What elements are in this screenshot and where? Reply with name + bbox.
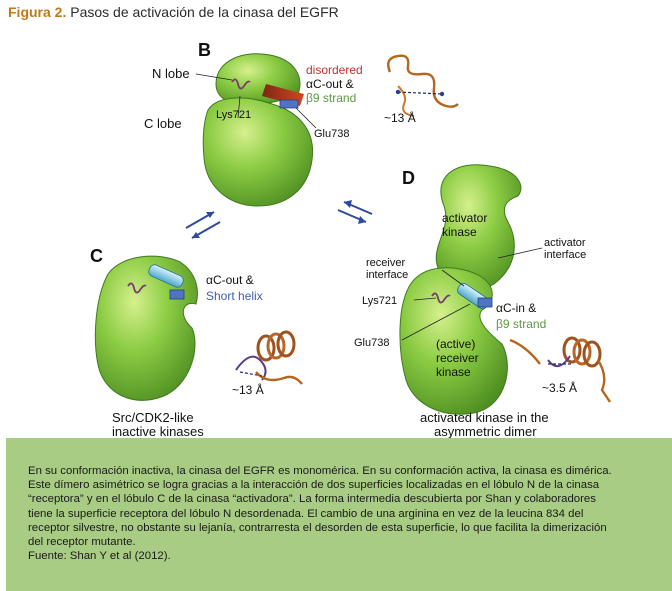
panel-c: C αC-out & Short helix ~13 Å Src/CDK2-li… xyxy=(90,246,303,439)
panel-c-title-line1: Src/CDK2-like xyxy=(112,410,194,425)
panel-c-short-helix xyxy=(169,289,185,300)
panel-b-letter: B xyxy=(198,40,211,60)
figure-title-text: Pasos de activación de la cinasa del EGF… xyxy=(70,4,339,20)
panel-d-receiver-interface-line1: receiver xyxy=(366,257,405,269)
panel-c-distance-label: ~13 Å xyxy=(232,382,264,397)
figure-title: Figura 2. Pasos de activación de la cina… xyxy=(8,4,339,24)
panel-b-kinase-lobes xyxy=(195,53,317,207)
caption-line: del receptor mutante. xyxy=(28,536,136,549)
caption-line: tiene la superficie receptora del lóbulo… xyxy=(28,507,584,520)
egfr-activation-diagram: B N lobe C lobe Lys721 Glu738 disordered… xyxy=(90,40,611,439)
caption-line: receptor silvestre, no obstante su lejan… xyxy=(28,521,607,534)
panel-b-ac-out-label: αC-out & xyxy=(306,77,354,91)
panel-c-lys-side-chain xyxy=(127,282,147,294)
caption-line: Este dímero asimétrico se logra gracias … xyxy=(28,479,600,492)
panel-b-lys-side-chain xyxy=(231,78,251,90)
caption-line: En su conformación inactiva, la cinasa d… xyxy=(28,465,612,477)
panel-d-receiver-interface-line2: interface xyxy=(366,269,408,281)
panel-b-n-lobe-label: N lobe xyxy=(152,66,190,81)
figure-label: Figura 2. xyxy=(8,4,67,20)
panel-d-b9-label: β9 strand xyxy=(496,317,546,331)
panel-b-b9-label: β9 strand xyxy=(306,91,356,105)
panel-d-title-line2: asymmetric dimer xyxy=(434,424,537,439)
panel-d-beta9-strand xyxy=(477,297,493,308)
panel-d-activator-interface-line1: activator xyxy=(544,237,586,249)
panel-d-receiver-line1: (active) xyxy=(436,337,475,351)
panel-d-glu-label: Glu738 xyxy=(354,337,389,349)
panel-d-inset xyxy=(509,336,611,403)
panel-d-receiver-line3: kinase xyxy=(436,365,471,379)
panel-c-inset xyxy=(235,330,303,385)
panel-c-ac-out-label: αC-out & xyxy=(206,273,254,287)
panel-d-activator-line2: kinase xyxy=(442,225,477,239)
panel-b-distance-label: ~13 Å xyxy=(384,110,416,125)
panel-d-activator-interface-line2: interface xyxy=(544,249,586,261)
panel-d-ac-in-label: αC-in & xyxy=(496,301,536,315)
panel-d-receiver-line2: receiver xyxy=(436,351,479,365)
equilibrium-arrows-right xyxy=(337,200,373,224)
panel-b-lys-label: Lys721 xyxy=(216,109,251,121)
figure-caption: En su conformación inactiva, la cinasa d… xyxy=(6,438,672,591)
panel-c-title-line2: inactive kinases xyxy=(112,424,204,439)
panel-b: B N lobe C lobe Lys721 Glu738 disordered… xyxy=(144,40,459,207)
panel-b-c-lobe-label: C lobe xyxy=(144,116,182,131)
panel-d-title-line1: activated kinase in the xyxy=(420,410,549,425)
panel-b-glu-label: Glu738 xyxy=(314,128,349,140)
panel-b-c-lobe xyxy=(202,97,314,207)
panel-d-lys-side-chain xyxy=(431,292,451,304)
panel-d-letter: D xyxy=(402,168,415,188)
panel-d: D activator kinase activator interface r… xyxy=(354,164,611,439)
panel-c-short-helix-label: Short helix xyxy=(206,289,263,303)
panel-d-activator-line1: activator xyxy=(442,211,487,225)
panel-b-beta9-strand xyxy=(279,99,299,109)
panel-c-letter: C xyxy=(90,246,103,266)
equilibrium-arrows-left xyxy=(185,211,221,239)
panel-b-disordered-label: disordered xyxy=(306,63,363,77)
caption-source: Fuente: Shan Y et al (2012). xyxy=(28,550,171,563)
center-monomer xyxy=(185,200,373,239)
panel-d-distance-label: ~3.5 Å xyxy=(542,380,577,395)
panel-c-alphac-helix xyxy=(148,264,184,288)
caption-line: “receptora” y en el lóbulo C de la cinas… xyxy=(28,493,596,506)
panel-b-inset xyxy=(387,54,459,117)
panel-d-lys-label: Lys721 xyxy=(362,295,397,307)
